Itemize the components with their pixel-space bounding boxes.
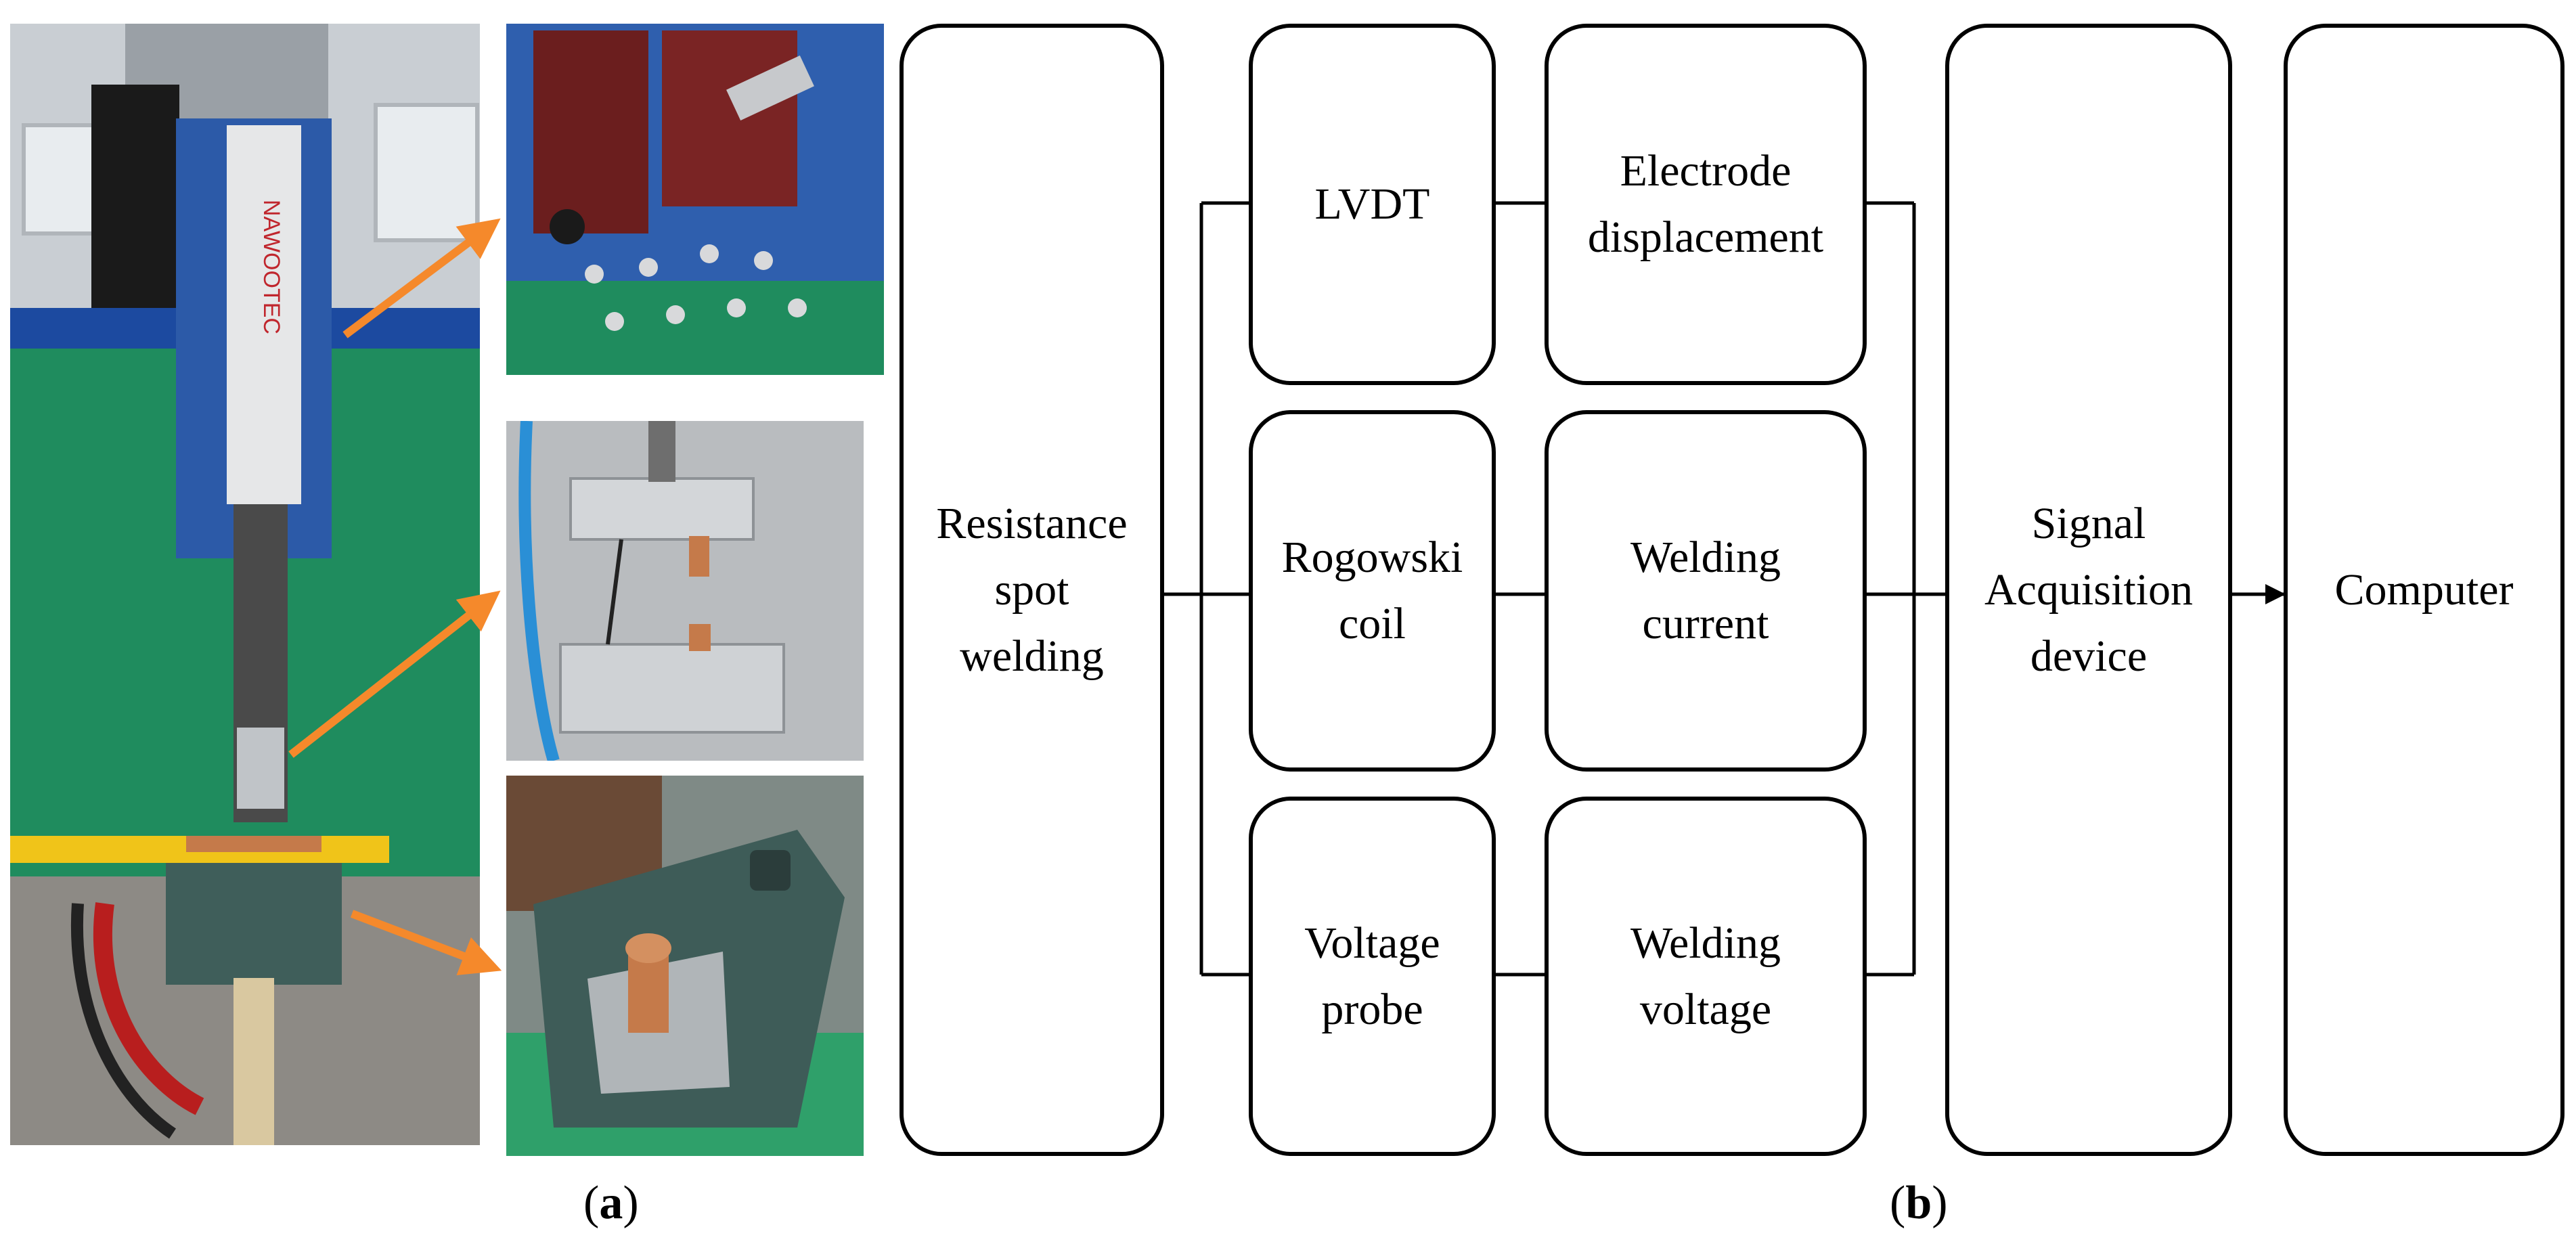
label-welding-current: Welding current <box>1630 533 1781 648</box>
box-voltage-probe: Voltage probe <box>1249 797 1496 1156</box>
box-welding-current: Welding current <box>1545 410 1867 772</box>
label-lvdt: LVDT <box>1314 179 1430 229</box>
label-resistance-spot-welding: Resistance spot welding <box>936 498 1128 681</box>
brand-text: NAWOOTEC <box>259 200 284 334</box>
caption-a: (a) <box>583 1177 639 1229</box>
label-rogowski-coil: Rogowski coil <box>1281 533 1463 648</box>
detail-photo-lower-electrode <box>506 776 864 1156</box>
label-signal-acquisition-device: Signal Acquisition device <box>1984 498 2193 681</box>
welding-machine-photo: NAWOOTEC <box>10 24 480 1145</box>
box-electrode-displacement: Electrode displacement <box>1545 24 1867 385</box>
box-welding-voltage: Welding voltage <box>1545 797 1867 1156</box>
label-electrode-displacement: Electrode displacement <box>1587 146 1824 262</box>
label-welding-voltage: Welding voltage <box>1630 918 1781 1034</box>
box-rogowski-coil: Rogowski coil <box>1249 410 1496 772</box>
box-computer: Computer <box>2284 24 2564 1156</box>
box-resistance-spot-welding: Resistance spot welding <box>900 24 1164 1156</box>
box-lvdt: LVDT <box>1249 24 1496 385</box>
label-computer: Computer <box>2334 564 2514 615</box>
caption-b: (b) <box>1890 1177 1948 1229</box>
detail-photo-electrode-fixture <box>506 421 864 761</box>
label-voltage-probe: Voltage probe <box>1304 918 1440 1034</box>
detail-photo-upper-mechanism <box>506 24 884 375</box>
box-signal-acquisition-device: Signal Acquisition device <box>1945 24 2232 1156</box>
